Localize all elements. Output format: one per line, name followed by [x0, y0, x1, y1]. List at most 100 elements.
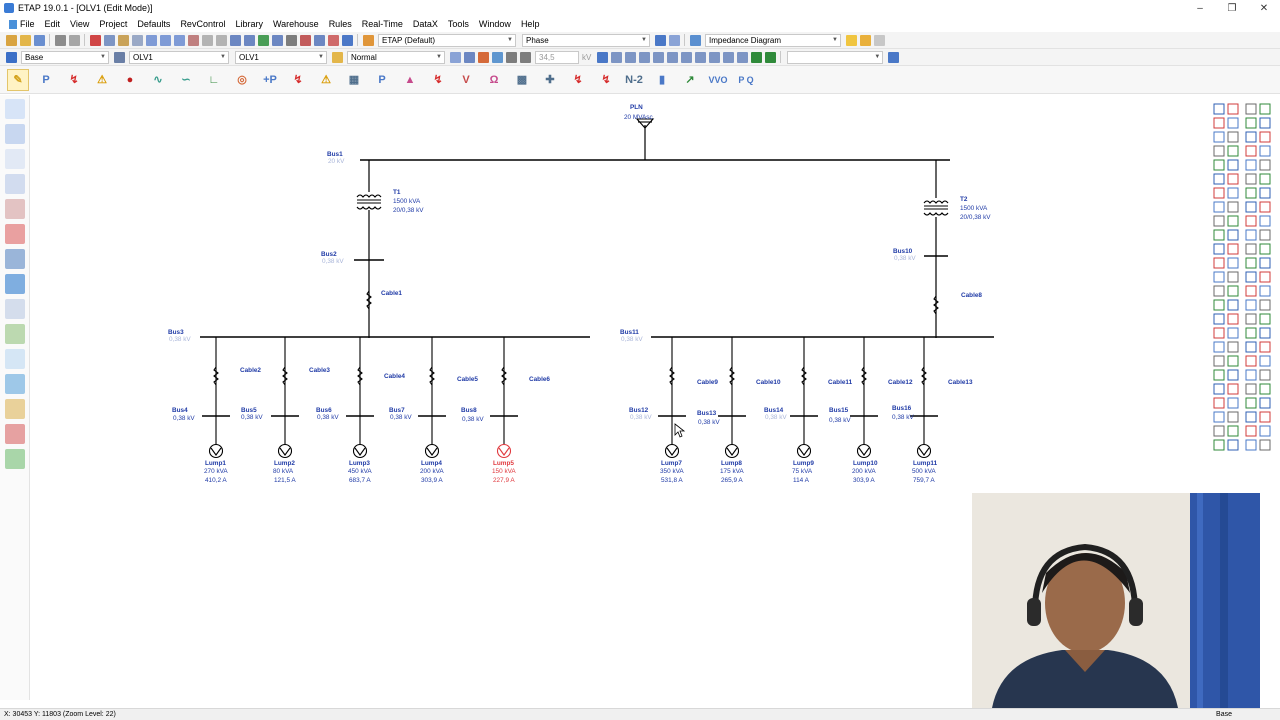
- menu-revcontrol[interactable]: RevControl: [180, 19, 226, 29]
- palette-element-icon[interactable]: [1213, 201, 1225, 213]
- hyperlink-icon[interactable]: [271, 34, 283, 46]
- view-options-icon[interactable]: [873, 34, 885, 46]
- folder-icon[interactable]: [845, 34, 857, 46]
- zoom-window-icon[interactable]: [187, 34, 199, 46]
- palette-element-icon[interactable]: [1227, 425, 1239, 437]
- palette-element-icon[interactable]: [1245, 397, 1257, 409]
- show-grid-icon[interactable]: [463, 51, 475, 63]
- menu-view[interactable]: View: [70, 19, 90, 29]
- arc-flash-icon[interactable]: ⚠: [97, 74, 107, 86]
- menu-warehouse[interactable]: Warehouse: [272, 19, 319, 29]
- palette-element-icon[interactable]: [1213, 145, 1225, 157]
- palette-element-icon[interactable]: [1259, 103, 1271, 115]
- reliability-icon[interactable]: ◎: [237, 74, 247, 86]
- cable-symbol[interactable]: [429, 366, 435, 386]
- text-box-icon[interactable]: [229, 34, 241, 46]
- lumped-load-symbol[interactable]: [424, 443, 440, 459]
- palette-element-icon[interactable]: [1245, 201, 1257, 213]
- palette-element-icon[interactable]: [1259, 383, 1271, 395]
- palette-element-icon[interactable]: [1227, 187, 1239, 199]
- report-icon[interactable]: [313, 34, 325, 46]
- cable-pulling-icon[interactable]: [5, 249, 25, 269]
- menu-defaults[interactable]: Defaults: [137, 19, 171, 29]
- help-icon[interactable]: [341, 34, 353, 46]
- palette-element-icon[interactable]: [1227, 411, 1239, 423]
- palette-element-icon[interactable]: [1245, 187, 1257, 199]
- grid-icon[interactable]: [243, 34, 255, 46]
- lumped-load-symbol[interactable]: [352, 443, 368, 459]
- cable-symbol[interactable]: [213, 366, 219, 386]
- check-continuity-icon[interactable]: [257, 34, 269, 46]
- cable8-symbol[interactable]: [933, 295, 939, 315]
- palette-element-icon[interactable]: [1213, 397, 1225, 409]
- branch-icon[interactable]: [638, 51, 650, 63]
- menu-file[interactable]: File: [4, 19, 40, 29]
- palette-element-icon[interactable]: [1245, 425, 1257, 437]
- palette-element-icon[interactable]: [1259, 215, 1271, 227]
- dc-short-circuit-icon[interactable]: ↯: [433, 74, 443, 86]
- unbalanced-load-flow-icon[interactable]: ↯: [293, 74, 303, 86]
- layout-icon[interactable]: [668, 34, 680, 46]
- edit-mode-pencil-icon[interactable]: ✎: [7, 68, 29, 91]
- palette-element-icon[interactable]: [1245, 355, 1257, 367]
- meter-icon[interactable]: [722, 51, 734, 63]
- redo-icon[interactable]: [215, 34, 227, 46]
- n2-contingency-button[interactable]: N-2: [625, 73, 643, 86]
- print-icon[interactable]: [54, 34, 66, 46]
- run-icon[interactable]: [750, 51, 762, 63]
- lumped-load-symbol[interactable]: [496, 443, 512, 459]
- cable-raceway-icon[interactable]: [5, 149, 25, 169]
- cable-ampacity-icon[interactable]: ✚: [545, 74, 555, 86]
- star-view-icon[interactable]: [5, 174, 25, 194]
- palette-element-icon[interactable]: [1227, 313, 1239, 325]
- cable-symbol[interactable]: [357, 366, 363, 386]
- palette-element-icon[interactable]: [1245, 285, 1257, 297]
- lumped-load-symbol[interactable]: [856, 443, 872, 459]
- ground-icon[interactable]: [708, 51, 720, 63]
- palette-element-icon[interactable]: [1245, 243, 1257, 255]
- palette-element-icon[interactable]: [1259, 411, 1271, 423]
- motor-acceleration-icon[interactable]: ●: [126, 73, 134, 86]
- filter-icon[interactable]: [505, 51, 517, 63]
- palette-element-icon[interactable]: [1213, 313, 1225, 325]
- palette-element-icon[interactable]: [1245, 215, 1257, 227]
- cable-symbol[interactable]: [861, 366, 867, 386]
- palette-element-icon[interactable]: [1259, 285, 1271, 297]
- zoom-fit-icon[interactable]: [173, 34, 185, 46]
- palette-element-icon[interactable]: [1259, 271, 1271, 283]
- composite-icon[interactable]: [694, 51, 706, 63]
- palette-element-icon[interactable]: [1213, 103, 1225, 115]
- palette-element-icon[interactable]: [1227, 173, 1239, 185]
- arrow-down-blue-icon[interactable]: [887, 51, 899, 63]
- ground-grid-icon[interactable]: Ω: [489, 73, 499, 86]
- study-case-select[interactable]: ETAP (Default)▼: [378, 33, 516, 47]
- palette-element-icon[interactable]: [1227, 369, 1239, 381]
- print-preview-icon[interactable]: [68, 34, 80, 46]
- palette-element-icon[interactable]: [1227, 229, 1239, 241]
- save-view-icon[interactable]: [859, 34, 871, 46]
- revision-select[interactable]: Base▼: [21, 50, 109, 64]
- dc-system-icon[interactable]: [5, 349, 25, 369]
- lumped-load-symbol[interactable]: [208, 443, 224, 459]
- cable-symbol[interactable]: [729, 366, 735, 386]
- palette-element-icon[interactable]: [1227, 439, 1239, 451]
- user-defined-icon[interactable]: [5, 374, 25, 394]
- palette-element-icon[interactable]: [1227, 271, 1239, 283]
- zoom-in-icon[interactable]: [145, 34, 157, 46]
- palette-element-icon[interactable]: [1227, 103, 1239, 115]
- mode-select[interactable]: Normal▼: [347, 50, 445, 64]
- transient-stability-icon[interactable]: ∽: [181, 74, 191, 86]
- view-select[interactable]: Impedance Diagram▼: [705, 33, 841, 47]
- underground-raceway-icon[interactable]: [5, 299, 25, 319]
- palette-element-icon[interactable]: [1227, 243, 1239, 255]
- lumped-load-symbol[interactable]: [664, 443, 680, 459]
- palette-element-icon[interactable]: [1259, 229, 1271, 241]
- palette-element-icon[interactable]: [1227, 201, 1239, 213]
- palette-element-icon[interactable]: [1227, 299, 1239, 311]
- load-icon[interactable]: [610, 51, 622, 63]
- palette-element-icon[interactable]: [1245, 173, 1257, 185]
- optimal-power-flow-icon[interactable]: +P: [263, 73, 277, 86]
- source-icon[interactable]: [652, 51, 664, 63]
- palette-element-icon[interactable]: [1227, 215, 1239, 227]
- palette-element-icon[interactable]: [1213, 271, 1225, 283]
